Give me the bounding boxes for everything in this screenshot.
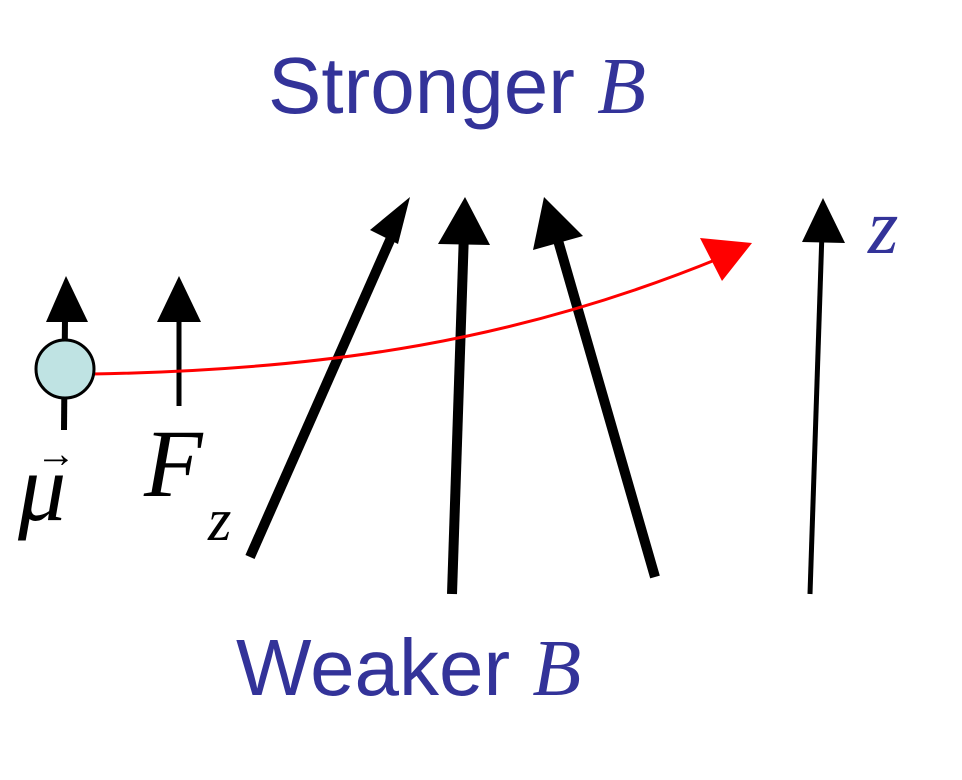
stronger-word: Stronger bbox=[268, 41, 575, 130]
z-axis-line bbox=[807, 231, 825, 595]
force-label: F bbox=[144, 410, 203, 517]
field-lines bbox=[245, 197, 845, 595]
force-subscript: z bbox=[208, 487, 232, 553]
force-arrow bbox=[157, 276, 201, 406]
stronger-symbol: B bbox=[597, 43, 646, 131]
field-line-3 bbox=[550, 228, 660, 579]
trajectory bbox=[91, 238, 752, 376]
z-axis-head bbox=[802, 198, 845, 243]
field-line-3-head bbox=[533, 197, 583, 250]
weaker-word: Weaker bbox=[236, 623, 511, 712]
moment-vector-mark: → bbox=[36, 431, 76, 476]
particle bbox=[34, 338, 96, 400]
stronger-field-label: Stronger B bbox=[268, 46, 646, 128]
moment-label: μ bbox=[18, 434, 67, 541]
field-line-2-head bbox=[438, 197, 490, 245]
field-line-1 bbox=[245, 219, 403, 560]
weaker-field-label: Weaker B bbox=[236, 628, 581, 710]
field-line-2 bbox=[447, 231, 469, 595]
z-axis-label: z bbox=[868, 183, 899, 270]
field-line-1-head bbox=[370, 197, 410, 244]
trajectory-head bbox=[700, 238, 752, 281]
weaker-symbol: B bbox=[532, 625, 582, 713]
